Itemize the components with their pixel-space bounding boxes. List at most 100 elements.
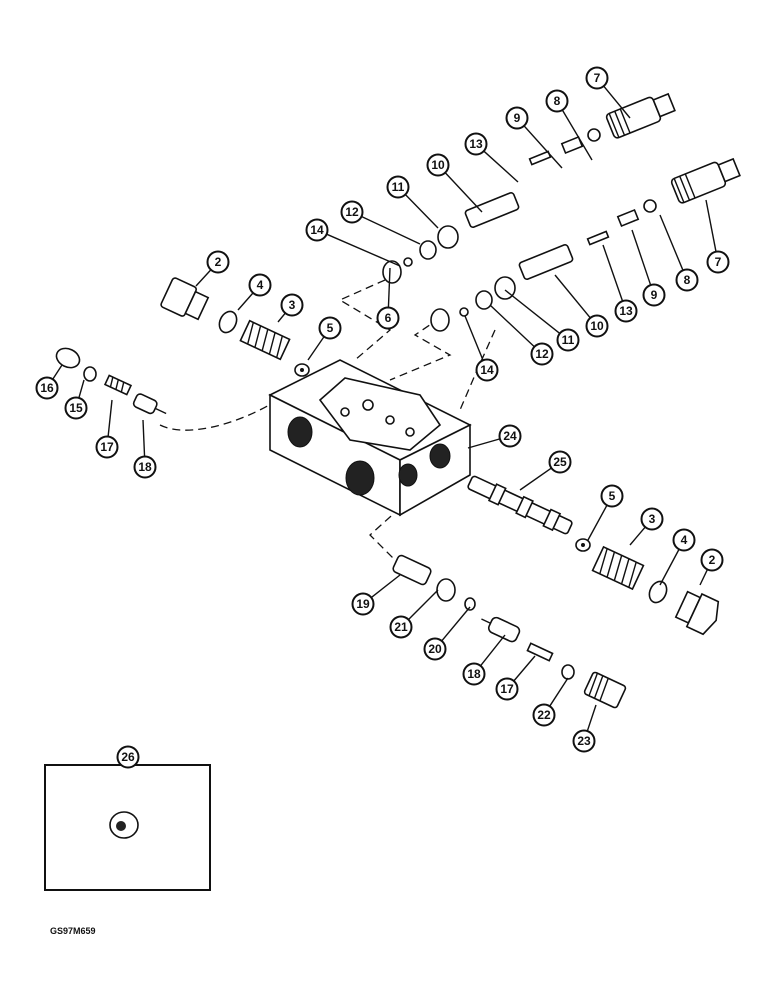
callout-label: 14 xyxy=(480,363,494,377)
callout-label: 21 xyxy=(394,620,408,634)
callout-circle xyxy=(614,299,638,323)
callout-label: 23 xyxy=(577,734,591,748)
callout-label: 18 xyxy=(138,460,152,474)
callout-label: 5 xyxy=(609,489,616,503)
callout-label: 2 xyxy=(215,255,222,269)
callout-circle xyxy=(600,484,624,508)
callout-label: 12 xyxy=(345,205,359,219)
callout-25: 25 xyxy=(548,450,572,474)
callout-3: 3 xyxy=(640,507,664,531)
leader-line xyxy=(705,199,717,252)
callout-17: 17 xyxy=(495,677,519,701)
callout-circle xyxy=(464,132,488,156)
leader-line xyxy=(602,244,624,302)
callout-label: 9 xyxy=(514,111,521,125)
leader-line xyxy=(554,274,591,319)
leader-line xyxy=(444,172,483,213)
callout-7: 7 xyxy=(706,250,730,274)
leader-line xyxy=(407,589,439,621)
callout-label: 8 xyxy=(684,273,691,287)
callout-17: 17 xyxy=(95,435,119,459)
callout-3: 3 xyxy=(280,293,304,317)
leader-line xyxy=(441,606,471,642)
callout-circle xyxy=(475,358,499,382)
figure-code: GS97M659 xyxy=(50,926,96,936)
callout-10: 10 xyxy=(585,314,609,338)
callout-circle xyxy=(548,450,572,474)
callout-label: 2 xyxy=(709,553,716,567)
leader-line xyxy=(586,704,597,732)
leader-line xyxy=(479,634,506,667)
leader-line xyxy=(107,399,113,437)
leader-line xyxy=(699,569,709,586)
leader-line xyxy=(561,109,593,161)
callout-12: 12 xyxy=(340,200,364,224)
callout-8: 8 xyxy=(545,89,569,113)
leader-line xyxy=(504,289,561,335)
leader-line xyxy=(631,229,652,286)
leader-line xyxy=(659,214,684,271)
callout-circle xyxy=(530,342,554,366)
callout-label: 16 xyxy=(40,381,54,395)
valve-body xyxy=(268,359,472,517)
upper-left-parts xyxy=(160,277,310,377)
callout-13: 13 xyxy=(464,132,488,156)
callout-circle xyxy=(572,729,596,753)
callout-circle xyxy=(318,316,342,340)
leader-line xyxy=(549,677,569,707)
callout-label: 5 xyxy=(327,321,334,335)
callout-label: 18 xyxy=(467,667,481,681)
leader-line xyxy=(513,655,536,682)
callout-label: 10 xyxy=(590,319,604,333)
callout-15: 15 xyxy=(64,396,88,420)
callout-circle xyxy=(585,66,609,90)
callout-label: 22 xyxy=(537,708,551,722)
callout-circle xyxy=(280,293,304,317)
callout-18: 18 xyxy=(133,455,157,479)
callout-9: 9 xyxy=(642,283,666,307)
leader-line xyxy=(603,85,631,119)
callout-11: 11 xyxy=(556,328,580,352)
leader-lines xyxy=(52,85,717,768)
callout-label: 8 xyxy=(554,94,561,108)
callout-23: 23 xyxy=(572,729,596,753)
callout-label: 26 xyxy=(121,750,135,764)
callouts: 2435161517181412111013987614121110139872… xyxy=(35,66,730,769)
callout-circle xyxy=(642,283,666,307)
callout-circle xyxy=(35,376,59,400)
callout-circle xyxy=(640,507,664,531)
leader-line xyxy=(587,504,608,541)
leader-line xyxy=(307,336,325,361)
callout-label: 10 xyxy=(431,158,445,172)
callout-14: 14 xyxy=(475,358,499,382)
callout-2: 2 xyxy=(206,250,230,274)
callout-circle xyxy=(116,745,140,769)
lower-middle-parts xyxy=(392,554,627,709)
callout-21: 21 xyxy=(389,615,413,639)
callout-label: 20 xyxy=(428,642,442,656)
callout-13: 13 xyxy=(614,299,638,323)
callout-7: 7 xyxy=(585,66,609,90)
callout-circle xyxy=(556,328,580,352)
callout-4: 4 xyxy=(248,273,272,297)
leader-line xyxy=(277,312,286,323)
spool xyxy=(467,475,573,535)
callout-circle xyxy=(462,662,486,686)
callout-circle xyxy=(386,175,410,199)
callout-circle xyxy=(423,637,447,661)
callout-circle xyxy=(585,314,609,338)
callout-12: 12 xyxy=(530,342,554,366)
leader-line xyxy=(237,292,254,311)
leader-line xyxy=(361,215,421,245)
leader-line xyxy=(464,315,484,361)
callout-10: 10 xyxy=(426,153,450,177)
callout-label: 6 xyxy=(385,311,392,325)
upper-relief-valve xyxy=(382,92,676,284)
callout-label: 9 xyxy=(651,288,658,302)
callout-circle xyxy=(532,703,556,727)
leader-line xyxy=(195,269,212,287)
callout-circle xyxy=(426,153,450,177)
leader-line xyxy=(519,467,552,491)
callout-label: 13 xyxy=(469,137,483,151)
